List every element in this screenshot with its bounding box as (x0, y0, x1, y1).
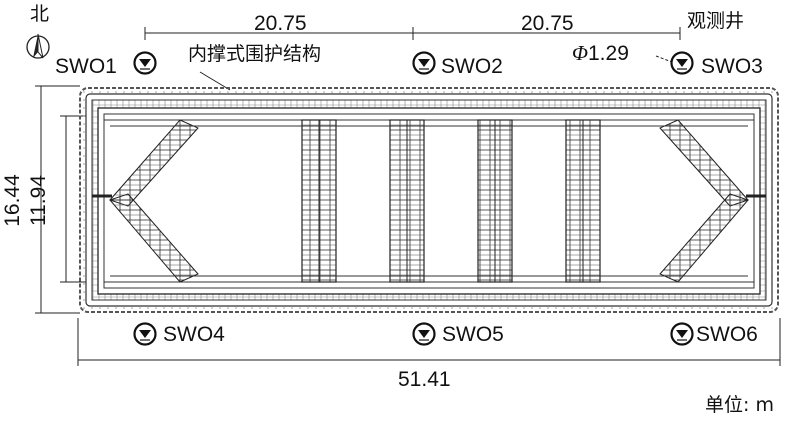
top-dimension-line (144, 27, 681, 40)
well-label-swo6: SWO6 (696, 323, 758, 346)
observation-well-swo5 (412, 322, 436, 346)
dimension-total-length: 51.41 (398, 368, 451, 391)
retaining-wall (79, 87, 779, 313)
strut-lattice-3 (477, 119, 513, 283)
well-label-swo2: SWO2 (441, 55, 503, 78)
diameter-leader (655, 55, 673, 63)
observation-well-swo3 (670, 51, 694, 75)
observation-well-swo6 (670, 322, 694, 346)
structure-leader (199, 71, 231, 91)
diameter-value: 1.29 (588, 42, 629, 65)
strut-lattice-1 (301, 119, 337, 283)
dimension-top-right: 20.75 (521, 12, 574, 35)
observation-well-swo1 (133, 51, 157, 75)
strut-lattice-2 (389, 119, 425, 283)
observation-well-swo2 (412, 51, 436, 75)
well-type-label: 观测井 (687, 10, 745, 32)
north-arrow (26, 33, 50, 59)
diameter-symbol: Φ (572, 41, 588, 65)
dimension-outer-width: 16.44 (0, 174, 24, 227)
tie-beams (110, 125, 748, 277)
observation-well-swo4 (133, 322, 157, 346)
well-label-swo5: SWO5 (442, 323, 504, 346)
strut-lattice-4 (565, 119, 601, 283)
right-diagonal-braces (659, 119, 766, 283)
unit-label: 单位: m (705, 394, 774, 416)
well-label-swo3: SWO3 (701, 55, 763, 78)
bottom-dimension-line (77, 318, 781, 366)
north-label: 北 (30, 3, 50, 25)
well-diameter-label: Φ1.29 (572, 41, 629, 65)
well-label-swo4: SWO4 (163, 323, 225, 346)
waling-beams (103, 113, 755, 289)
well-label-swo1: SWO1 (55, 55, 117, 78)
left-diagonal-braces (92, 119, 199, 283)
dimension-inner-width: 11.94 (27, 175, 50, 226)
dimension-top-left: 20.75 (254, 12, 307, 35)
structure-label: 内撑式围护结构 (188, 43, 322, 65)
